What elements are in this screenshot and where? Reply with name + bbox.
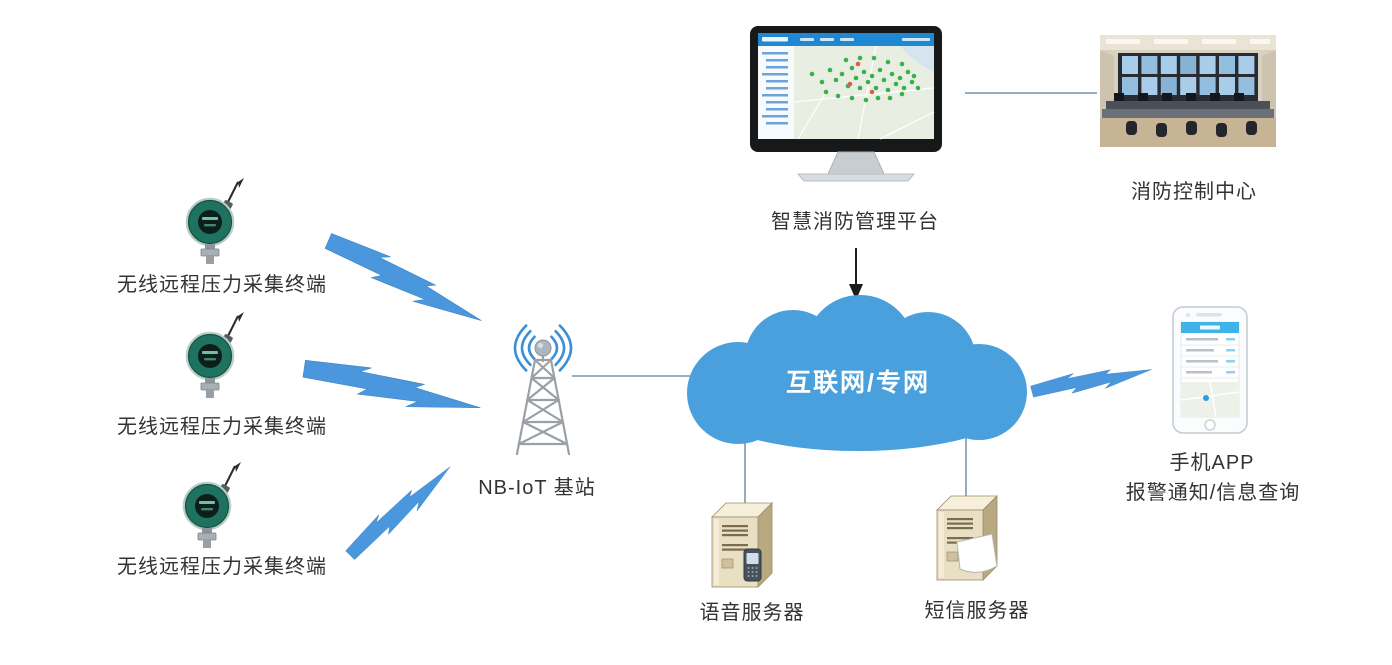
lightning-sensor1-basestation [321,217,483,349]
control-center-label: 消防控制中心 [1131,181,1257,203]
platform-monitor-icon [750,26,942,182]
basestation-label: NB-IoT 基站 [478,477,596,499]
sensor-1-label: 无线远程压力采集终端 [117,274,327,296]
sms-server-icon [936,495,998,581]
sensor-2-label: 无线远程压力采集终端 [117,416,327,438]
lightning-sensor3-basestation [337,465,465,562]
mobile-app-label-line2: 报警通知/信息查询 [1125,482,1301,504]
voice-server-icon [711,502,773,588]
pressure-sensor-3-icon [182,460,243,550]
home-button-icon [1204,419,1216,431]
cloud-label: 互联网/专网 [786,369,930,397]
sms-server-label: 短信服务器 [924,600,1030,622]
voice-server-label: 语音服务器 [699,602,805,624]
platform-label: 智慧消防管理平台 [771,211,939,233]
sms-page-icon [956,533,998,573]
nbiot-basestation-icon [513,324,573,456]
phone-handset-icon [743,548,762,582]
map-device-dots [809,55,921,103]
pressure-sensor-1-icon [185,176,246,266]
control-room-photo [1100,35,1276,147]
lightning-cloud-mobile [1029,367,1153,398]
mobile-app-label-line1: 手机APP [1169,452,1255,474]
mobile-phone-icon [1172,306,1248,434]
internet-cloud-shape [687,295,1027,451]
radio-waves-icon [513,324,573,372]
pressure-sensor-2-icon [185,310,246,400]
sensor-3-label: 无线远程压力采集终端 [117,556,327,578]
